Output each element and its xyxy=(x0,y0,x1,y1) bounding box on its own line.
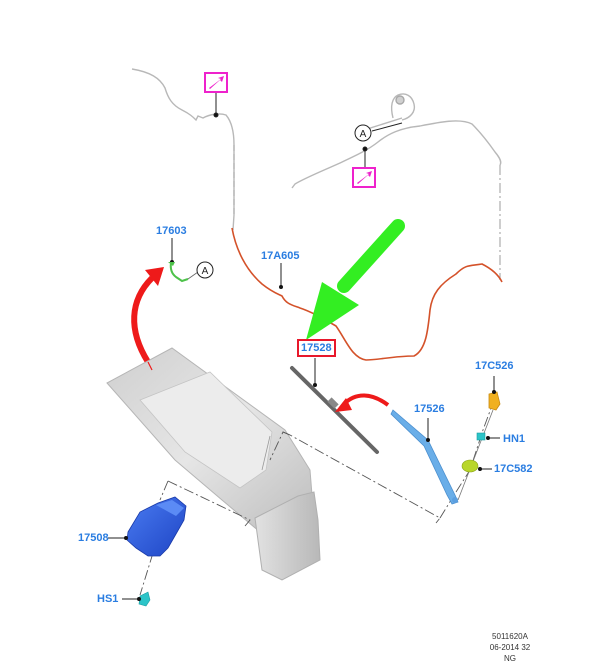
tailgate-glass xyxy=(106,347,321,581)
seal-part xyxy=(461,459,492,473)
wiper-blade-part xyxy=(290,358,379,454)
callout-17528-highlighted[interactable]: 17528 xyxy=(297,339,336,357)
arm-cap-part xyxy=(457,376,501,501)
connector-marker-a-left: A xyxy=(196,261,214,279)
figure-date-code: 06-2014 32 xyxy=(489,643,531,652)
motion-arrow-connector xyxy=(131,267,164,364)
figure-suffix: NG xyxy=(504,654,516,663)
callout-17c582[interactable]: 17C582 xyxy=(494,463,533,475)
callout-17a605[interactable]: 17A605 xyxy=(261,250,300,262)
upper-hose-right xyxy=(291,93,502,280)
connector-marker-label: A xyxy=(360,129,367,140)
callout-17c526[interactable]: 17C526 xyxy=(475,360,514,372)
motion-arrow-blade xyxy=(335,393,390,412)
wiper-arm-part xyxy=(390,409,459,505)
callout-17603[interactable]: 17603 xyxy=(156,225,187,237)
connector-marker-label: A xyxy=(202,266,209,277)
reference-leaders xyxy=(213,92,403,168)
washer-hose xyxy=(231,227,503,361)
reference-link-icon[interactable] xyxy=(352,167,376,188)
callout-hn1[interactable]: HN1 xyxy=(503,433,526,445)
callout-hs1[interactable]: HS1 xyxy=(97,593,119,605)
reference-link-icon[interactable] xyxy=(204,72,228,93)
callout-17526[interactable]: 17526 xyxy=(414,403,445,415)
wiper-motor-part xyxy=(108,496,187,557)
upper-hose-left xyxy=(131,68,235,231)
nut-part xyxy=(476,432,500,441)
washer-hose-leader xyxy=(279,263,283,289)
figure-id: 5011620A xyxy=(492,632,528,641)
connector-marker-a-right: A xyxy=(354,124,372,142)
screw-part xyxy=(122,591,151,607)
hose-connector-part xyxy=(168,238,199,283)
figure-info: 5011620A 06-2014 32 NG xyxy=(470,631,550,664)
callout-17508[interactable]: 17508 xyxy=(78,532,109,544)
highlight-pointer-arrow xyxy=(306,219,405,340)
